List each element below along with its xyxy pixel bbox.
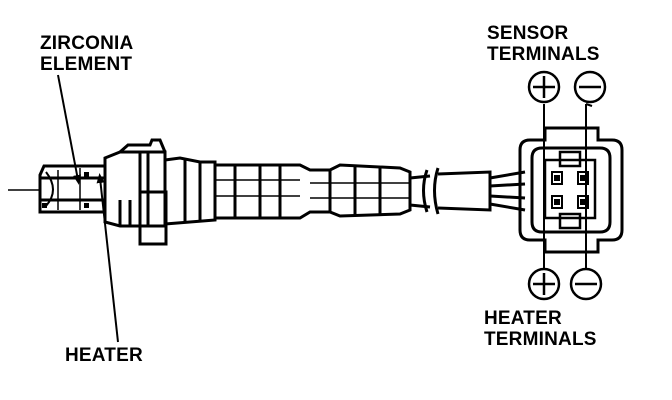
- heater-negative-icon: [569, 267, 603, 301]
- connector: [518, 126, 624, 254]
- heater-arrow: [96, 173, 119, 343]
- sensor-positive-icon: [527, 70, 561, 104]
- probe-holes: [42, 172, 89, 208]
- probe-tip: [38, 164, 107, 214]
- zirconia-element-label: ZIRCONIA ELEMENT: [40, 33, 133, 75]
- sensor-label-line2: TERMINALS: [487, 44, 600, 65]
- sensor-terminals-label: SENSOR TERMINALS: [487, 23, 600, 65]
- heater-label: HEATER: [65, 345, 143, 366]
- heater-positive-icon: [527, 267, 561, 301]
- collar: [119, 138, 217, 226]
- zirconia-arrow: [57, 74, 81, 185]
- sensor-label-line1: SENSOR: [487, 23, 569, 44]
- sensor-negative-icon: [573, 70, 607, 104]
- terminal-leaders: [543, 103, 593, 270]
- heater-terms-label-line1: HEATER: [484, 308, 562, 329]
- connector-pins: [551, 171, 589, 209]
- hex-nut: [103, 150, 168, 246]
- sensor-body: [215, 163, 412, 220]
- heater-terms-label-line2: TERMINALS: [484, 329, 597, 350]
- zirconia-label-line2: ELEMENT: [40, 54, 133, 75]
- cable: [409, 167, 526, 215]
- zirconia-label-line1: ZIRCONIA: [40, 33, 134, 54]
- heater-terminals-label: HEATER TERMINALS: [484, 308, 597, 350]
